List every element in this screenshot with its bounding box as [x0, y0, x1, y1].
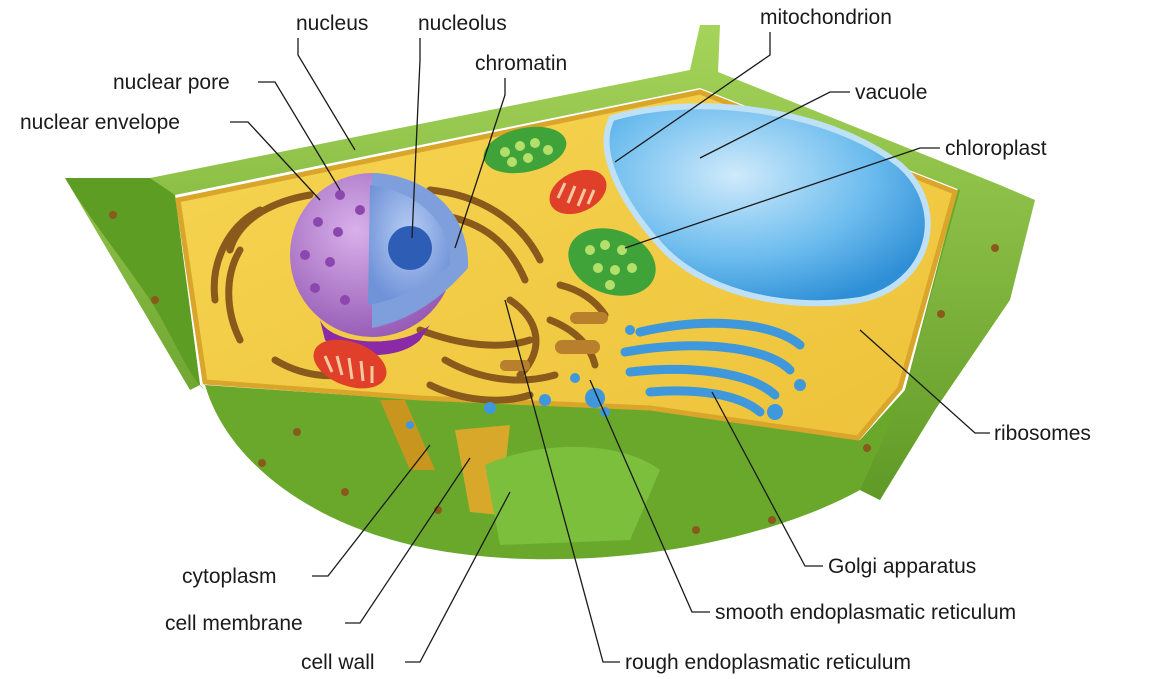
- label-vacuole: vacuole: [855, 81, 927, 104]
- label-chromatin: chromatin: [475, 52, 567, 75]
- label-golgi-apparatus: Golgi apparatus: [828, 555, 976, 578]
- label-mitochondrion: mitochondrion: [760, 6, 892, 29]
- label-cytoplasm: cytoplasm: [182, 565, 277, 588]
- label-smooth-er: smooth endoplasmatic reticulum: [715, 601, 1016, 624]
- label-cell-wall: cell wall: [301, 651, 375, 674]
- label-nuclear-pore: nuclear pore: [113, 71, 230, 94]
- label-ribosomes: ribosomes: [994, 422, 1091, 445]
- label-cell-membrane: cell membrane: [165, 612, 303, 635]
- label-chloroplast: chloroplast: [945, 137, 1047, 160]
- label-nucleolus: nucleolus: [418, 12, 507, 35]
- label-rough-er: rough endoplasmatic reticulum: [625, 651, 911, 674]
- label-nuclear-envelope: nuclear envelope: [20, 111, 180, 134]
- label-nucleus: nucleus: [296, 12, 368, 35]
